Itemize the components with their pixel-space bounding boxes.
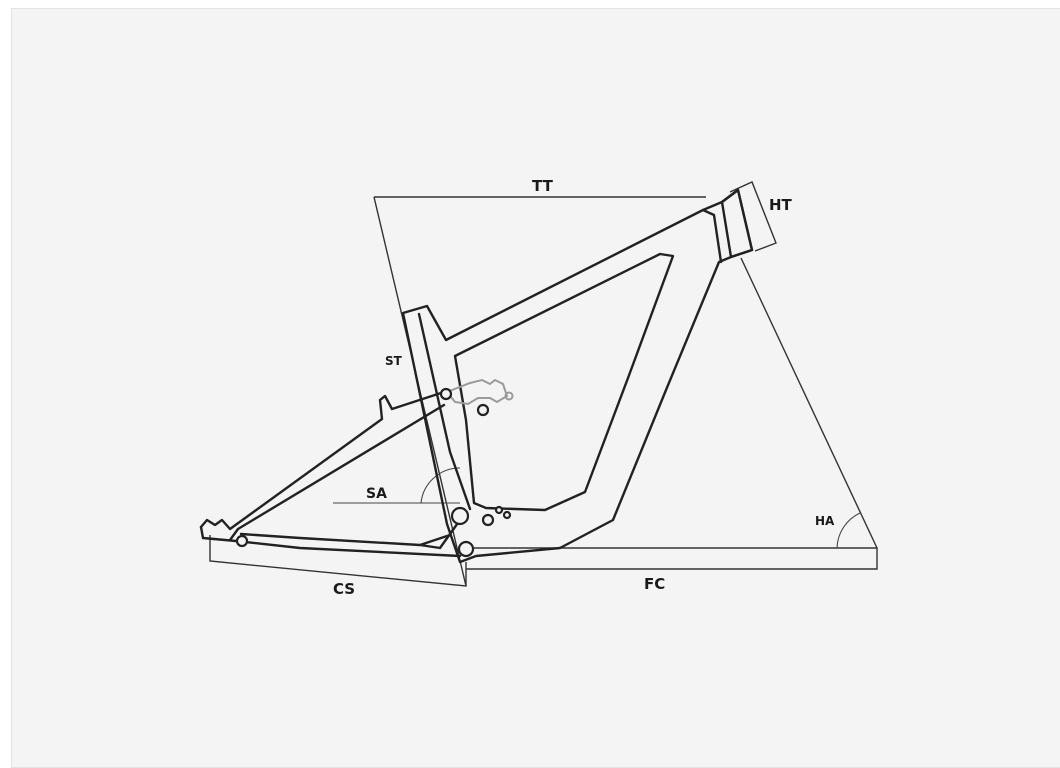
seat-stay-inner bbox=[228, 403, 446, 542]
shock-mount-bolt-2 bbox=[502, 510, 512, 520]
ha-reference-line bbox=[740, 257, 878, 549]
upper-pivot bbox=[439, 387, 453, 401]
front-triangle-outer bbox=[401, 188, 754, 564]
label-st: ST bbox=[385, 354, 403, 368]
seat-stay-outer bbox=[199, 390, 446, 531]
head-tube bbox=[720, 188, 754, 259]
seat-tube bbox=[417, 312, 472, 511]
label-ha: HA bbox=[815, 514, 835, 528]
front-triangle bbox=[401, 188, 754, 564]
main-pivot bbox=[450, 506, 470, 526]
label-tt: TT bbox=[532, 177, 554, 195]
rocker-outline bbox=[445, 378, 509, 406]
shock-mount bbox=[481, 513, 495, 527]
rocker-frame-pivot bbox=[476, 403, 490, 417]
ht-dimension-bracket bbox=[729, 181, 777, 252]
rocker-pivot bbox=[504, 391, 514, 401]
chain-stay-inner bbox=[239, 532, 452, 547]
label-sa: SA bbox=[366, 486, 387, 502]
pivots bbox=[235, 387, 512, 558]
bottom-bracket bbox=[457, 540, 475, 558]
fc-dimension-line bbox=[466, 547, 878, 570]
shock-mount-bolt bbox=[494, 505, 504, 515]
dimension-labels: TT HT ST SA HA CS FC bbox=[333, 177, 835, 598]
rear-axle bbox=[235, 534, 249, 548]
top-tube-joint bbox=[701, 208, 723, 264]
label-fc: FC bbox=[644, 575, 665, 593]
rear-triangle bbox=[199, 390, 462, 558]
front-triangle-inner bbox=[453, 252, 675, 512]
lower-link bbox=[418, 518, 462, 550]
label-ht: HT bbox=[769, 196, 793, 214]
diagram-panel bbox=[11, 8, 1060, 768]
cs-dimension-line bbox=[209, 535, 467, 587]
label-cs: CS bbox=[333, 580, 355, 598]
ha-angle-arc bbox=[836, 512, 861, 549]
bike-geometry-diagram: TT HT ST SA HA CS FC bbox=[199, 177, 878, 598]
sa-angle-arc bbox=[420, 467, 461, 504]
rocker-link bbox=[445, 378, 514, 406]
dimension-lines bbox=[209, 181, 878, 587]
